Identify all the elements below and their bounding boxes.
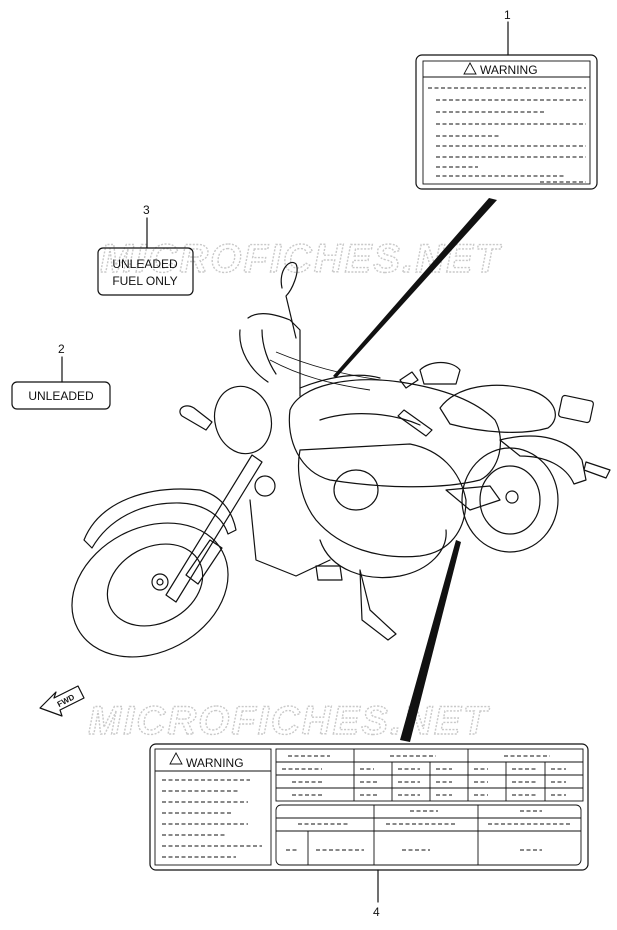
warning-triangle-icon-2 bbox=[169, 752, 183, 765]
label-4-warning-table[interactable]: WARNING bbox=[149, 743, 589, 919]
forward-direction-arrow-icon: FWD bbox=[39, 685, 85, 717]
label-1-warning[interactable]: 1 WARNING bbox=[415, 8, 598, 190]
callout-number-1: 1 bbox=[504, 8, 511, 22]
watermark-bottom: MICROFICHES.NET bbox=[88, 699, 491, 743]
label-4-title: WARNING bbox=[186, 756, 244, 770]
callout-number-2: 2 bbox=[58, 342, 65, 356]
label-3-line1: UNLEADED bbox=[112, 257, 178, 271]
label-3-unleaded-fuel-only[interactable]: 3 UNLEADED FUEL ONLY bbox=[97, 203, 194, 296]
leader-line-4 bbox=[400, 540, 461, 742]
label-1-title: WARNING bbox=[480, 63, 538, 77]
label-2-text: UNLEADED bbox=[28, 389, 94, 403]
motorcycle-illustration bbox=[71, 261, 611, 658]
callout-number-4: 4 bbox=[373, 905, 380, 919]
watermark-top: MICROFICHES.NET bbox=[100, 237, 503, 281]
warning-triangle-icon bbox=[463, 62, 477, 75]
callout-number-3: 3 bbox=[143, 203, 150, 217]
label-3-line2: FUEL ONLY bbox=[112, 274, 177, 288]
leader-line-1 bbox=[333, 198, 497, 378]
label-2-unleaded[interactable]: 2 UNLEADED bbox=[11, 342, 111, 410]
